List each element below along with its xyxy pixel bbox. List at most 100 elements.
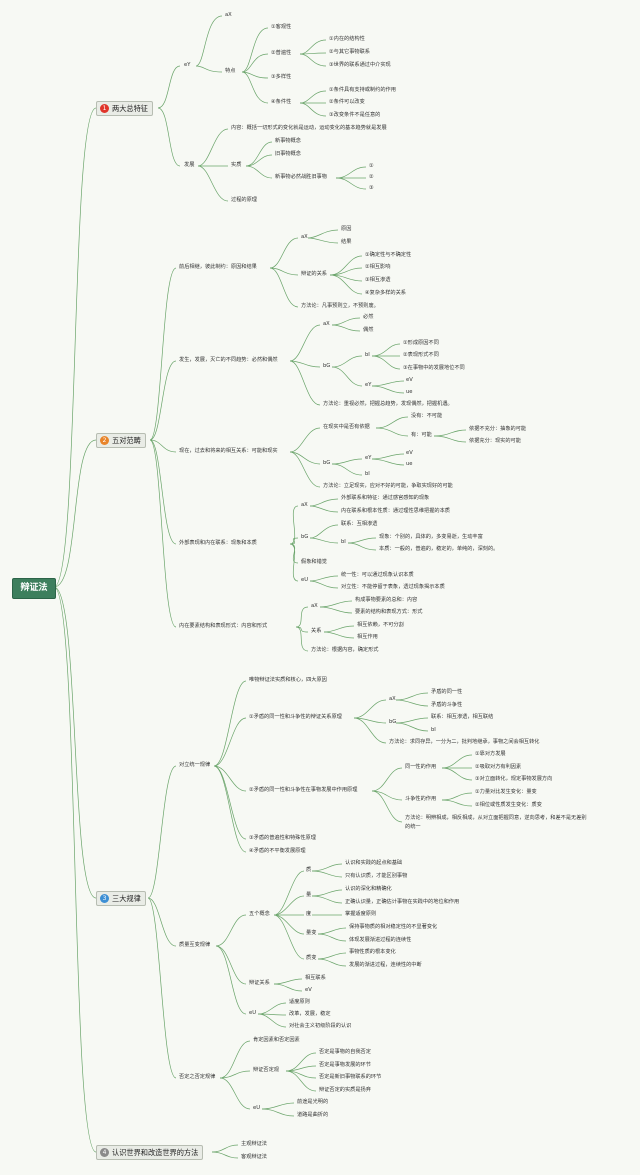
node-label[interactable]: ③在事物中的发展地位不同 — [403, 365, 465, 371]
node-label[interactable]: ④矛盾的不平衡发展原理 — [249, 848, 306, 854]
node-label[interactable]: 认识的深化和精确化 — [345, 886, 392, 892]
node-label[interactable]: ④复杂多样的关系 — [365, 290, 406, 296]
node-label[interactable]: ①力量对比发生变化：量变 — [475, 789, 537, 795]
node-label[interactable]: 正确认识量，正确估计事物在实践中的地位和作用 — [345, 899, 460, 905]
node-label[interactable]: 度 — [306, 911, 312, 917]
node-label[interactable]: ①形成原因不同 — [403, 340, 439, 346]
node-label[interactable]: 内在要素结构和表现形式：内容和形式 — [179, 623, 268, 629]
node-label[interactable]: 掌握适度原则 — [345, 911, 377, 917]
node-label[interactable]: 实质 — [231, 162, 242, 168]
node-label[interactable]: ①条件具有支持或制约的作用 — [329, 87, 396, 93]
node-label[interactable]: ② — [369, 174, 374, 180]
node-label[interactable]: ③相互渗透 — [365, 277, 391, 283]
node-label[interactable]: 内在联系和根本性质：通过理性思维把握的本质 — [341, 508, 450, 514]
node-label[interactable]: bI — [365, 352, 370, 358]
node-label[interactable]: 五个概念 — [249, 911, 270, 917]
node-label[interactable]: 只有认识质，才能区别事物 — [345, 873, 408, 879]
node-label[interactable]: 内容：概括一切形式的变化就是运动，运动变化的基本趋势就是发展 — [231, 125, 387, 131]
node-label[interactable]: ③多样性 — [271, 74, 292, 80]
node-label[interactable]: bG — [301, 534, 309, 540]
node-label[interactable]: eY — [365, 455, 372, 461]
node-label[interactable]: 体现发展渐进过程的连续性 — [349, 937, 412, 943]
node-label[interactable]: 肯定因素和否定因素 — [253, 1037, 300, 1043]
node-label[interactable]: bI — [431, 727, 436, 733]
node-label[interactable]: aX — [323, 321, 330, 327]
node-label[interactable]: bI — [365, 471, 370, 477]
node-label[interactable]: 适度原则 — [289, 999, 310, 1005]
node-label[interactable]: 矛盾的斗争性 — [431, 702, 463, 708]
node-label[interactable]: 假象和错觉 — [301, 559, 327, 565]
node-label[interactable]: eV — [305, 987, 312, 993]
node-label[interactable]: ①客观性 — [271, 24, 292, 30]
node-label[interactable]: eV — [406, 377, 413, 383]
node-label[interactable]: 对立统一规律 — [179, 762, 211, 768]
node-label[interactable]: ②相互影响 — [365, 264, 391, 270]
node-label[interactable]: 发展 — [184, 162, 195, 168]
node-label[interactable]: 结果 — [341, 239, 352, 245]
node-label[interactable]: 保持事物质的相对稳定性的不显著变化 — [349, 924, 438, 930]
node-label[interactable]: 相互作用 — [357, 634, 378, 640]
node-label[interactable]: ue — [406, 389, 413, 395]
node-label[interactable]: ②与其它事物联系 — [329, 49, 370, 55]
node-label[interactable]: ①靠对方发展 — [475, 751, 506, 757]
root-node[interactable]: 辩证法 — [12, 578, 56, 599]
node-label[interactable]: 辩证的关系 — [301, 271, 327, 277]
node-label[interactable]: 新事物必然战胜旧事物 — [275, 174, 327, 180]
node-label[interactable]: ③对立面转化，规定事物发展方向 — [475, 776, 553, 782]
node-label[interactable]: 矛盾的同一性 — [431, 689, 463, 695]
node-label[interactable]: 依据不充分：抽象的可能 — [469, 426, 527, 432]
node-label[interactable]: 辩证关系 — [249, 980, 270, 986]
node-label[interactable]: eU — [301, 577, 308, 583]
node-label[interactable]: 构成事物要素的总和：内容 — [355, 597, 418, 603]
node-label[interactable]: 方法论：求同存异，一分为二，批判地继承，事物之间会相互转化 — [389, 739, 540, 745]
node-label[interactable]: bI — [341, 539, 346, 545]
node-label[interactable]: 在现实中是否有依据 — [323, 424, 370, 430]
node-label[interactable]: bG — [323, 460, 331, 466]
node-label[interactable]: aX — [225, 12, 232, 18]
node-label[interactable]: 新事物概念 — [275, 138, 301, 144]
node-label[interactable]: bG — [389, 719, 397, 725]
node-label[interactable]: 外部表现和内在联系：现象和本质 — [179, 540, 257, 546]
node-label[interactable]: 外部联系和特征：通过感官感知的现象 — [341, 495, 430, 501]
node-label[interactable]: 统一性：可以通过现象认识本质 — [341, 572, 414, 578]
node-label[interactable]: ①内在的结构性 — [329, 36, 365, 42]
node-label[interactable]: 否定之否定规律 — [179, 1074, 216, 1080]
node-label[interactable]: ③矛盾的普遍性和特殊性原理 — [249, 835, 316, 841]
node-label[interactable]: 现象：个别的，具体的，多变易逝，生动丰富 — [379, 534, 483, 540]
node-label[interactable]: 辩证否定的实质是扬弃 — [319, 1087, 371, 1093]
node-label[interactable]: 特点 — [225, 68, 236, 74]
node-label[interactable]: 对社会主义初级阶段的认识 — [289, 1023, 352, 1029]
node-label[interactable]: 偶然 — [363, 327, 374, 333]
node-label[interactable]: 发展的渐进过程，连续性的中断 — [349, 962, 422, 968]
node-label[interactable]: 否定是事物发展的环节 — [319, 1062, 371, 1068]
node-label[interactable]: ②普遍性 — [271, 50, 292, 56]
node-label[interactable]: eY — [365, 382, 372, 388]
node-label[interactable]: 方法论：凡事预则立，不预则废。 — [301, 303, 379, 309]
node-label[interactable]: 关系 — [311, 628, 322, 634]
node-label[interactable]: ① — [369, 163, 374, 169]
node-label[interactable]: 前后相继，彼此制约：原因和结果 — [179, 264, 257, 270]
node-label[interactable]: 前途是光明的 — [297, 1099, 329, 1105]
node-label[interactable]: ①确定性与不确定性 — [365, 252, 412, 258]
node-label[interactable]: ①矛盾的同一性和斗争性的辩证关系原理 — [249, 714, 342, 720]
node-label[interactable]: eV — [406, 450, 413, 456]
node-label[interactable]: 联系：相互渗透，相互联结 — [431, 714, 494, 720]
node-label[interactable]: bG — [323, 363, 331, 369]
node-label[interactable]: aX — [389, 696, 396, 702]
node-label[interactable]: 依据充分：现实的可能 — [469, 438, 521, 444]
node-label[interactable]: ②矛盾的同一性和斗争性在事物发展中作用原理 — [249, 787, 358, 793]
node-label[interactable]: 的统一 — [405, 824, 421, 830]
node-label[interactable]: 事物性质的根本变化 — [349, 949, 396, 955]
node-label[interactable]: ③改变条件不是任意的 — [329, 112, 381, 118]
node-label[interactable]: 有：可能 — [411, 432, 432, 438]
node-label[interactable]: aX — [311, 603, 318, 609]
node-label[interactable]: 量变 — [306, 930, 317, 936]
node-label[interactable]: 同一性的作用 — [405, 764, 437, 770]
node-label[interactable]: 要素的结构和表现方式：形式 — [355, 609, 423, 615]
node-label[interactable]: 相互依赖，不可分割 — [357, 622, 404, 628]
node-label[interactable]: 否定是事物的自我否定 — [319, 1049, 371, 1055]
node-label[interactable]: 方法论：立足现实，应对不好的可能，争取实现好的可能 — [323, 483, 453, 489]
node-label[interactable]: 没有：不可能 — [411, 413, 443, 419]
node-label[interactable]: 质量互变规律 — [179, 942, 211, 948]
